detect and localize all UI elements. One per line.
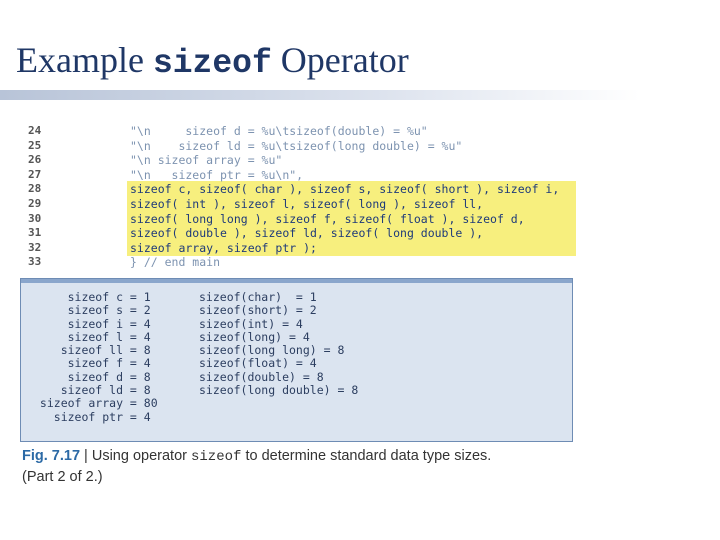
line-number: 24 — [28, 124, 42, 137]
output-line: sizeof(float) = 4 — [199, 356, 317, 371]
line-number: 26 — [28, 153, 42, 167]
output-line: sizeof(long double) = 8 — [199, 383, 359, 398]
code-line: 30 sizeof( long long ), sizeof f, sizeof(… — [20, 212, 580, 227]
output-line: sizeof ld = 8 — [33, 383, 151, 398]
code-text: } // end main — [130, 255, 221, 270]
line-number: 31 — [28, 226, 42, 240]
code-text: sizeof c, sizeof( char ), sizeof s, size… — [130, 182, 560, 197]
code-line: 29 sizeof( int ), sizeof l, sizeof( long … — [20, 197, 580, 212]
code-text: sizeof array, sizeof ptr ); — [130, 240, 317, 255]
output-line: sizeof f = 4 — [33, 356, 151, 371]
title-text-pre: Example — [16, 40, 153, 80]
output-line: sizeof ll = 8 — [33, 343, 151, 358]
caption-text-1: Using operator — [91, 448, 191, 464]
code-text: sizeof( double ), sizeof ld, sizeof( lon… — [130, 226, 484, 241]
output-line: sizeof s = 2 — [33, 303, 151, 318]
output-left-column: sizeof c = 1 sizeof s = 2 sizeof i = 4 s… — [33, 290, 158, 424]
code-listing: 24 "\n sizeof d = %u\tsizeof(double) = %u… — [20, 124, 580, 270]
output-line: sizeof i = 4 — [33, 316, 151, 331]
title-divider — [0, 90, 640, 100]
line-number: 33 — [28, 255, 42, 269]
line-number: 29 — [28, 196, 42, 210]
line-number: 32 — [28, 240, 42, 254]
code-highlight — [127, 181, 576, 256]
code-line: 24 "\n sizeof d = %u\tsizeof(double) = %u… — [20, 124, 580, 139]
output-line: sizeof(int) = 4 — [199, 316, 303, 331]
code-line: 27 "\n sizeof ptr = %u\n", — [20, 168, 580, 183]
output-line: sizeof c = 1 — [33, 290, 151, 304]
code-text: "\n sizeof ld = %u\tsizeof(long double) … — [130, 138, 463, 153]
title-text-post: Operator — [271, 40, 409, 80]
code-line: 26 "\n sizeof array = %u" — [20, 153, 580, 168]
figure-number: Fig. 7.17 — [22, 448, 81, 464]
line-number: 28 — [28, 182, 42, 196]
output-line: sizeof ptr = 4 — [33, 409, 151, 424]
line-number: 27 — [28, 167, 42, 181]
output-line: sizeof(double) = 8 — [199, 369, 324, 384]
code-text: "\n sizeof d = %u\tsizeof(double) = %u" — [130, 124, 428, 138]
code-line: 32 sizeof array, sizeof ptr ); — [20, 241, 580, 256]
figure-caption: Fig. 7.17 | Using operator sizeof to det… — [22, 446, 512, 487]
caption-text-2: to determine standard data type sizes. (… — [22, 448, 492, 485]
output-line: sizeof l = 4 — [33, 329, 151, 344]
output-line: sizeof(long) = 4 — [199, 329, 310, 344]
output-line: sizeof d = 8 — [33, 369, 151, 384]
code-text: sizeof( long long ), sizeof f, sizeof( f… — [130, 211, 525, 226]
code-line: 31 sizeof( double ), sizeof ld, sizeof( l… — [20, 226, 580, 241]
code-text: "\n sizeof array = %u" — [130, 153, 283, 168]
caption-separator: | — [80, 448, 92, 464]
title-code: sizeof — [152, 45, 272, 82]
caption-code: sizeof — [191, 449, 242, 465]
line-number: 25 — [28, 138, 42, 152]
output-line: sizeof array = 80 — [33, 396, 158, 411]
code-text: "\n sizeof ptr = %u\n", — [130, 167, 304, 182]
output-line: sizeof(short) = 2 — [199, 303, 317, 318]
output-line: sizeof(long long) = 8 — [199, 343, 345, 358]
code-line: 28 sizeof c, sizeof( char ), sizeof s, si… — [20, 182, 580, 197]
output-line: sizeof(char) = 1 — [199, 290, 317, 304]
line-number: 30 — [28, 211, 42, 225]
slide-title: Example sizeof Operator — [16, 34, 409, 90]
program-output-panel: sizeof c = 1 sizeof s = 2 sizeof i = 4 s… — [20, 278, 573, 442]
output-panel-topbar — [21, 279, 572, 283]
code-line: 33 } // end main — [20, 255, 580, 270]
code-text: sizeof( int ), sizeof l, sizeof( long ),… — [130, 196, 484, 211]
code-line: 25 "\n sizeof ld = %u\tsizeof(long double… — [20, 139, 580, 154]
